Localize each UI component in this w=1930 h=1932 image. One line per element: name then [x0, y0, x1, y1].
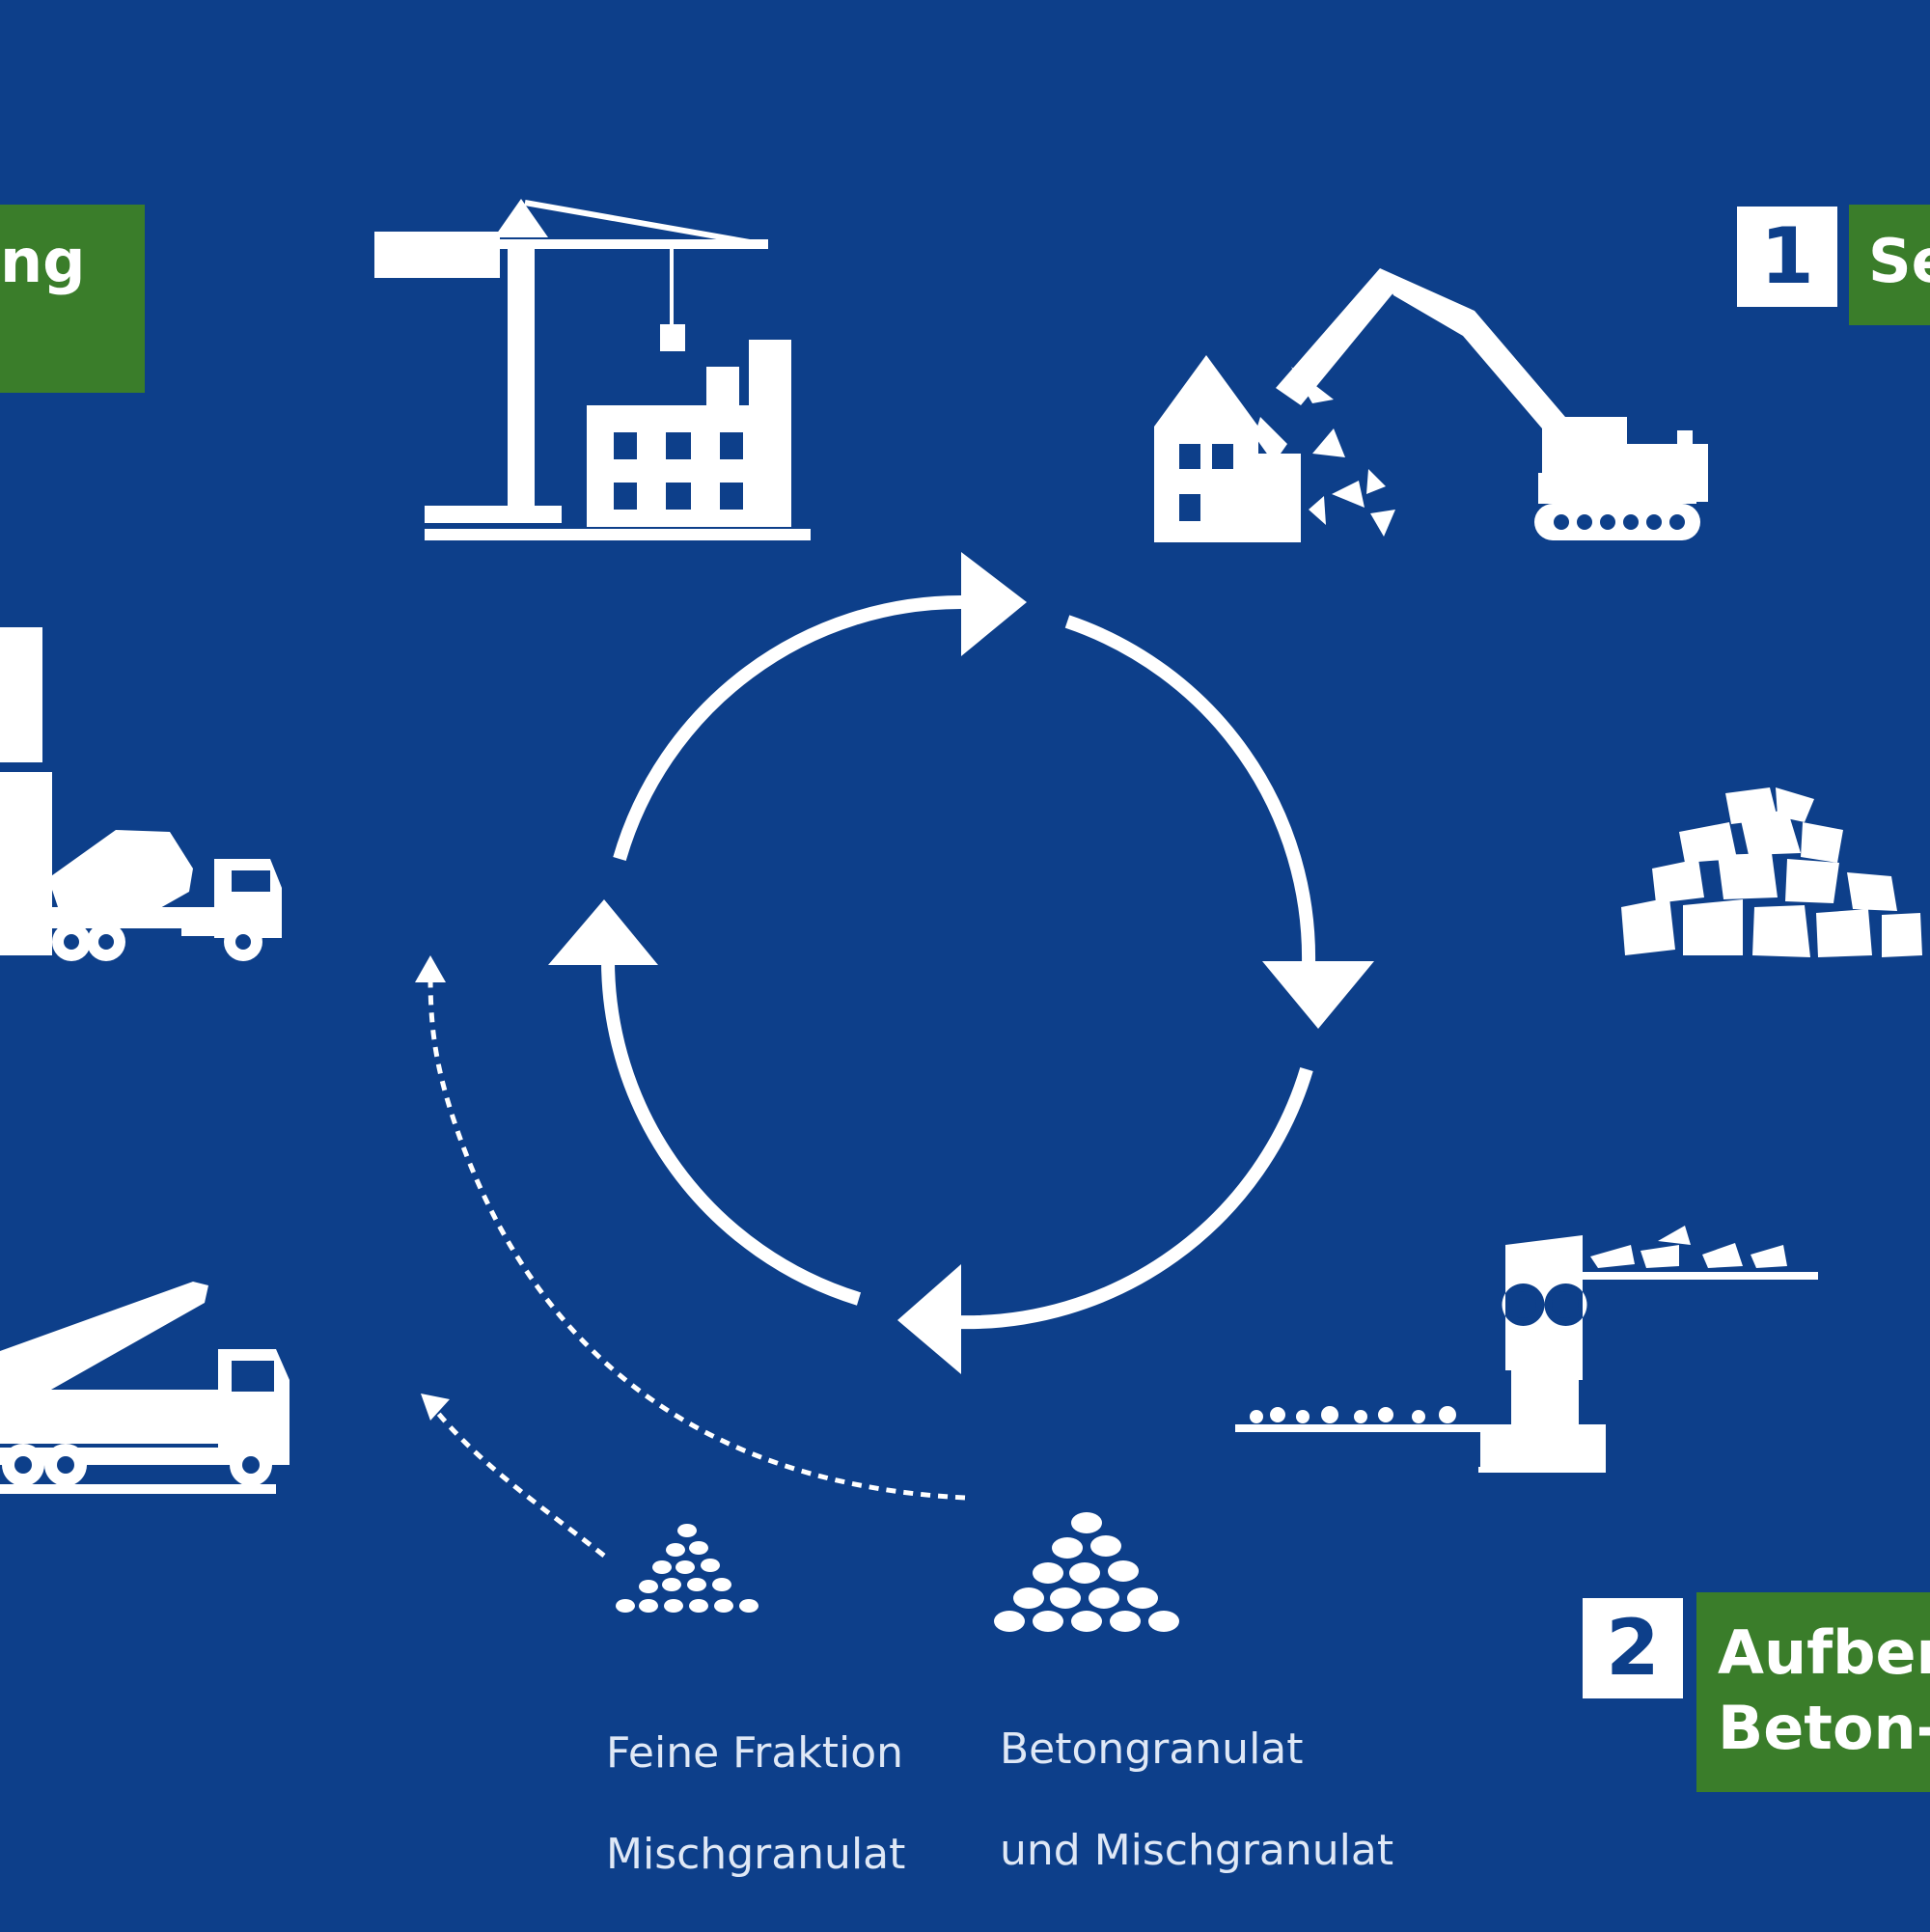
caption-coarse-granulate: Betongranulat und Mischgranulat: [1000, 1673, 1393, 1928]
concrete-mixer-truck-icon: [0, 627, 282, 961]
dashed-arrowhead-short: [421, 1394, 450, 1421]
stage-2-number: 2: [1583, 1598, 1683, 1698]
granulate-pile-icon: [616, 1524, 758, 1613]
arrowhead-left: [548, 899, 658, 965]
crane-building-icon: [374, 199, 811, 540]
stage-1-text: Se: [1868, 226, 1930, 296]
stage-left-text: ng: [0, 226, 86, 296]
arrowhead-bottom: [897, 1264, 961, 1374]
dashed-arrowhead-long: [415, 955, 446, 982]
stage-2-label: Aufbere Beton-: [1696, 1592, 1930, 1792]
mixer-truck-windows: [64, 870, 270, 950]
arrowhead-right: [1262, 961, 1374, 1029]
arrowhead-top: [961, 552, 1027, 656]
caption-fine-line1: Feine Fraktion: [606, 1727, 904, 1778]
stage-2-text-line1: Aufbere: [1718, 1617, 1930, 1688]
rubble-pile-icon: [1621, 787, 1922, 957]
crusher-rollers: [1509, 1291, 1579, 1318]
stage-1-number: 1: [1737, 207, 1837, 307]
caption-fine-fraction: Feine Fraktion Mischgranulat: [606, 1677, 905, 1932]
crusher-conveyor-icon: [1235, 1226, 1818, 1473]
caption-fine-line2: Mischgranulat: [606, 1830, 906, 1880]
demolition-excavator-icon: [1154, 268, 1708, 542]
dump-truck-windows: [14, 1361, 274, 1474]
granulate-pile-coarse-icon: [994, 1512, 1179, 1632]
cycle-arrows-icon: [600, 594, 1316, 1330]
caption-coarse-line2: und Mischgranulat: [1000, 1826, 1394, 1876]
cycle-arrowheads: [548, 552, 1374, 1374]
stage-2-text-line2: Beton-: [1718, 1692, 1930, 1763]
dashed-return-arrows: [427, 974, 966, 1558]
stage-left-label: ng: [0, 205, 145, 393]
caption-coarse-line1: Betongranulat: [1000, 1724, 1304, 1774]
stage-1-label: Se: [1849, 205, 1930, 325]
